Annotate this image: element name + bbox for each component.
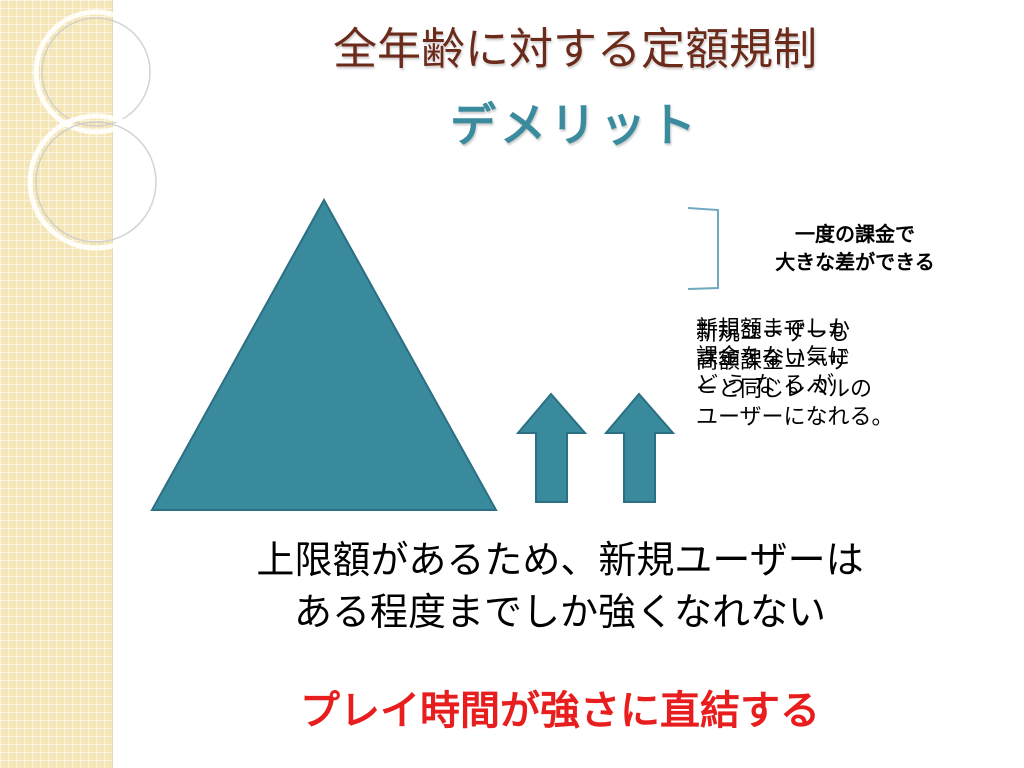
note-a-line-1: 新規額までしか	[696, 317, 851, 342]
note-a-line-2: 課金をない気に	[696, 345, 851, 370]
note-b-line-1: 新規ユーザーも	[696, 321, 850, 346]
main-statement-line-1: 上限額があるため、新規ユーザーは	[256, 538, 864, 582]
note-top-line-2: 大きな差ができる	[775, 250, 935, 274]
note-b-line-4: ユーザーになれる。	[696, 405, 894, 430]
decorative-rings	[27, 9, 165, 251]
up-arrow-left	[515, 392, 588, 503]
main-statement: 上限額があるため、新規ユーザーは ある程度までしか強くなれない	[110, 534, 1010, 638]
note-b-line-2: 高額課金ユーザ	[696, 349, 850, 374]
emphasis-conclusion: プレイ時間が強さに直結する	[300, 688, 820, 734]
pyramid-triangle	[150, 197, 498, 511]
main-statement-line-2: ある程度までしか強くなれない	[293, 590, 826, 634]
note-overlapped-text-b: 新規ユーザーも 高額課金ユーザ ーと同じレベルの ユーザーになれる。	[696, 320, 986, 432]
right-bracket	[687, 207, 719, 290]
note-a-line-3: ど う な る が	[696, 373, 834, 398]
slide-title: 全年齢に対する定額規制	[333, 24, 817, 75]
note-b-line-3: ーと同じレベルの	[696, 377, 873, 402]
slide-subtitle: デメリット	[450, 98, 700, 152]
note-one-time-charge: 一度の課金で 大きな差ができる	[740, 220, 970, 276]
note-overlapped-text-a: 新規額までしか 課金をない気に ど う な る が	[696, 316, 986, 400]
up-arrow-right	[603, 392, 676, 503]
note-top-line-1: 一度の課金で	[795, 222, 915, 246]
